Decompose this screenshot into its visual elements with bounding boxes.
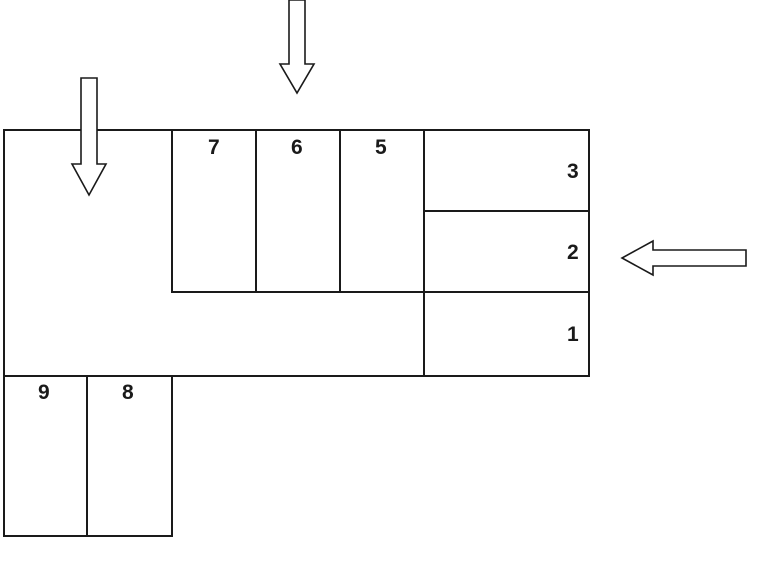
room-label-1: 1 [567, 323, 579, 346]
left-arrow-icon [620, 239, 747, 277]
down-arrow-icon [278, 0, 316, 95]
room-label-8: 8 [122, 381, 134, 404]
down-arrow-icon-left [70, 77, 108, 197]
room-label-3: 3 [567, 160, 579, 183]
room-label-2: 2 [567, 241, 579, 264]
room-label-7: 7 [208, 136, 220, 159]
room-label-9: 9 [38, 381, 50, 404]
room-label-6: 6 [291, 136, 303, 159]
room-label-5: 5 [375, 136, 387, 159]
